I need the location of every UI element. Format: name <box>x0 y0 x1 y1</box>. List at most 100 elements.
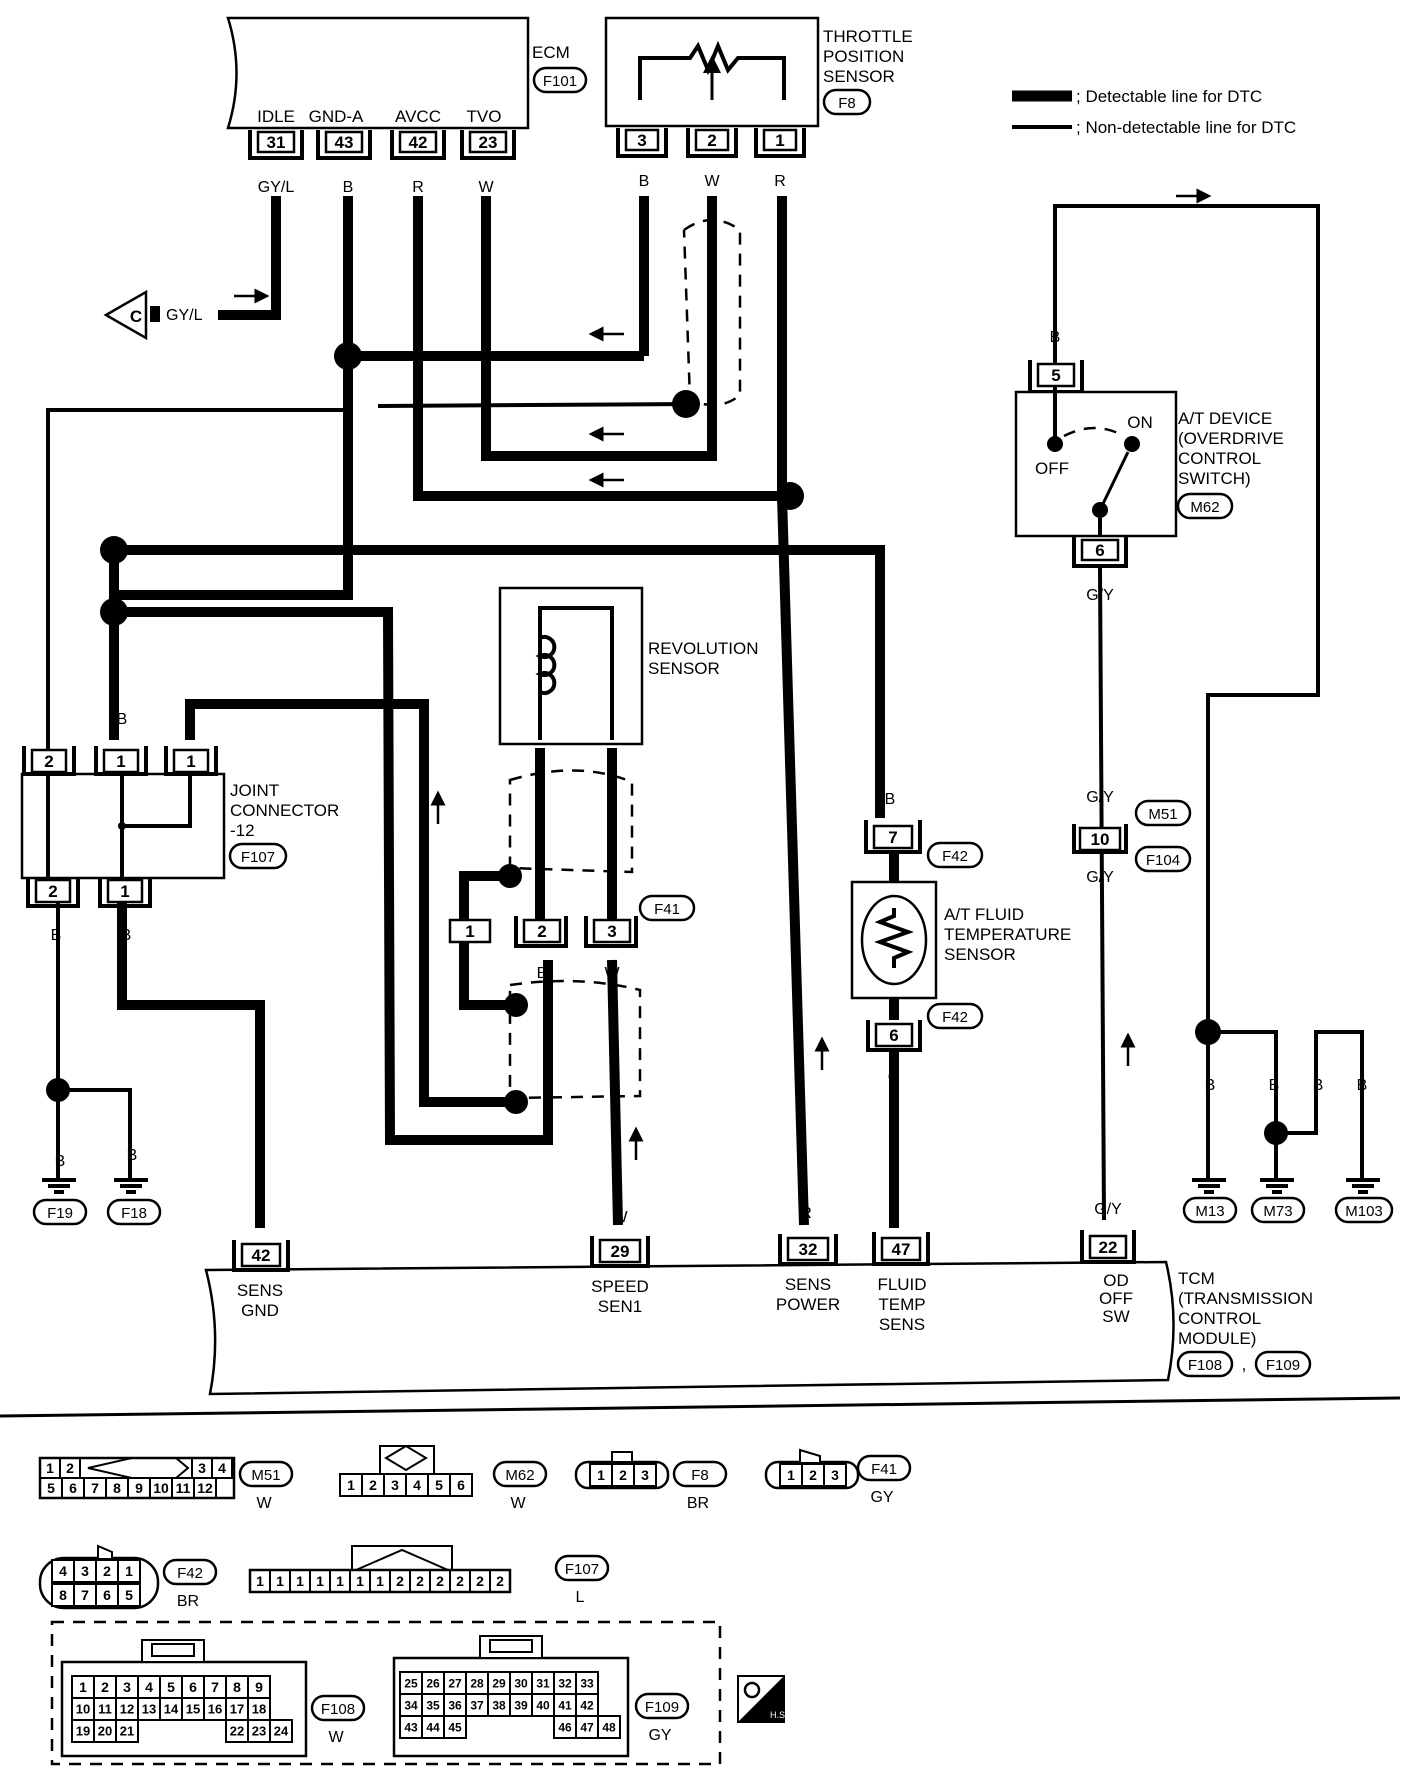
od-wire-bottom: G/Y <box>1086 587 1114 604</box>
od-name-line3: CONTROL <box>1178 449 1261 468</box>
fluid-name-line1: A/T FLUID <box>944 905 1024 924</box>
f42-cell: 1 <box>125 1563 133 1579</box>
f8-cell: 2 <box>619 1467 627 1483</box>
ecm-pin-label-avcc: AVCC <box>395 107 441 126</box>
tcm-label-22-line2: OFF <box>1099 1289 1133 1308</box>
svg-text:1: 1 <box>116 752 125 771</box>
ground-link-wire: B <box>1313 1077 1324 1094</box>
f108-cell: 15 <box>186 1702 200 1717</box>
f109-cell: 36 <box>448 1698 462 1712</box>
od-off-label: OFF <box>1035 459 1069 478</box>
f108-cell: 11 <box>98 1702 112 1717</box>
offpage-letter: C <box>130 307 142 326</box>
rev-wire-w: W <box>604 965 620 982</box>
od-pin-top: 5 <box>1051 366 1060 385</box>
jc-connector-id: F107 <box>241 849 275 866</box>
tcm-connector-f108: F108 <box>1188 1357 1222 1374</box>
wire-color-b: B <box>343 179 354 196</box>
f8-cell: 1 <box>597 1467 605 1483</box>
fluid-pin-top: 7 <box>888 828 897 847</box>
fluid-name-line2: TEMPERATURE <box>944 925 1071 944</box>
tps-wire-w: W <box>704 173 720 190</box>
f109-cell: 32 <box>558 1676 572 1690</box>
ecm-pin-43: 43 <box>316 130 372 160</box>
svg-text:23: 23 <box>479 133 498 152</box>
m51-cell: 1 <box>46 1460 54 1476</box>
f109-cell: 35 <box>426 1698 440 1712</box>
wire-color-gyl: GY/L <box>258 179 295 196</box>
m51-connector-id: M51 <box>1148 806 1177 823</box>
tps-connector-id: F8 <box>838 95 856 112</box>
m51-cell: 8 <box>113 1480 121 1496</box>
f107-cell: 2 <box>496 1573 504 1589</box>
m62-cell: 1 <box>347 1477 355 1493</box>
f109-cell: 46 <box>558 1720 572 1734</box>
f108-cell: 6 <box>189 1679 197 1695</box>
jc-top-pin-1a: 1 <box>94 746 148 776</box>
rev-connector-id: F41 <box>654 901 680 918</box>
tcm-label-42-line2: GND <box>241 1301 279 1320</box>
m51-name: M51 <box>251 1467 280 1484</box>
joint-connector-12: B 2 1 1 2 1 B B JO <box>20 711 339 944</box>
f41-cell: 2 <box>809 1467 817 1483</box>
offpage-wire: GY/L <box>166 307 203 324</box>
tps-wire-b: B <box>639 173 650 190</box>
revolution-sensor: REVOLUTION SENSOR 1 2 3 F41 B W <box>448 586 759 1010</box>
f8-cell: 3 <box>641 1467 649 1483</box>
f107-cell: 1 <box>376 1573 384 1589</box>
f108-cell: 19 <box>76 1724 90 1739</box>
f41-name: F41 <box>871 1461 897 1478</box>
f108-cell: 8 <box>233 1679 241 1695</box>
tps-name-line3: SENSOR <box>823 67 895 86</box>
wire-color-r: R <box>412 179 424 196</box>
f108-cell: 5 <box>167 1679 175 1695</box>
ground-m13-name: M13 <box>1195 1203 1224 1220</box>
f41-color: GY <box>870 1489 893 1506</box>
f107-cell: 2 <box>436 1573 444 1589</box>
tps-wire-r: R <box>774 173 786 190</box>
tcm-wire-42: B <box>255 1213 266 1230</box>
f107-cell: 1 <box>256 1573 264 1589</box>
f108-cell: 9 <box>255 1679 263 1695</box>
tcm-wire-29: W <box>612 1209 628 1226</box>
f109-cell: 43 <box>404 1720 418 1734</box>
f42-cell: 4 <box>59 1563 67 1579</box>
f109-cell: 45 <box>448 1720 462 1734</box>
f108-cell: 14 <box>164 1702 179 1717</box>
jc-top-wire: B <box>117 711 128 728</box>
f41-cell: 1 <box>787 1467 795 1483</box>
f109-cell: 44 <box>426 1720 440 1734</box>
f109-cell: 34 <box>404 1698 418 1712</box>
svg-text:47: 47 <box>892 1240 911 1259</box>
m62-cell: 5 <box>435 1477 443 1493</box>
fluid-name-line3: SENSOR <box>944 945 1016 964</box>
thin-wires <box>46 204 1364 1221</box>
f109-cell: 28 <box>470 1676 484 1690</box>
f108-cell: 20 <box>98 1724 112 1739</box>
f108-cell: 12 <box>120 1702 134 1717</box>
ground-m73-name: M73 <box>1263 1203 1292 1220</box>
f108-name: F108 <box>321 1701 355 1718</box>
tcm-name-line3: CONTROL <box>1178 1309 1261 1328</box>
tps-pin-3: 3 <box>616 128 668 158</box>
svg-text:1: 1 <box>186 752 195 771</box>
tps-pin-2: 2 <box>686 128 738 158</box>
svg-text:1: 1 <box>120 882 129 901</box>
f109-cell: 41 <box>558 1698 572 1712</box>
m51-cell: 11 <box>176 1480 191 1496</box>
f42-cell: 6 <box>103 1587 111 1603</box>
tcm-label-22-line3: SW <box>1102 1307 1129 1326</box>
m62-name: M62 <box>505 1467 534 1484</box>
grounds-right: B B B B M13 M73 M103 <box>1182 1077 1394 1224</box>
tcm-pin-29: 29 <box>590 1236 650 1268</box>
f107-name: F107 <box>565 1561 599 1578</box>
ecm-pin-42: 42 <box>390 130 446 160</box>
f109-cell: 37 <box>470 1698 484 1712</box>
tcm-wire-32: R <box>800 1205 812 1222</box>
rev-wire-b: B <box>537 965 548 982</box>
ecm-connector-id: F101 <box>543 73 577 90</box>
m51-pin: 10 <box>1091 830 1110 849</box>
